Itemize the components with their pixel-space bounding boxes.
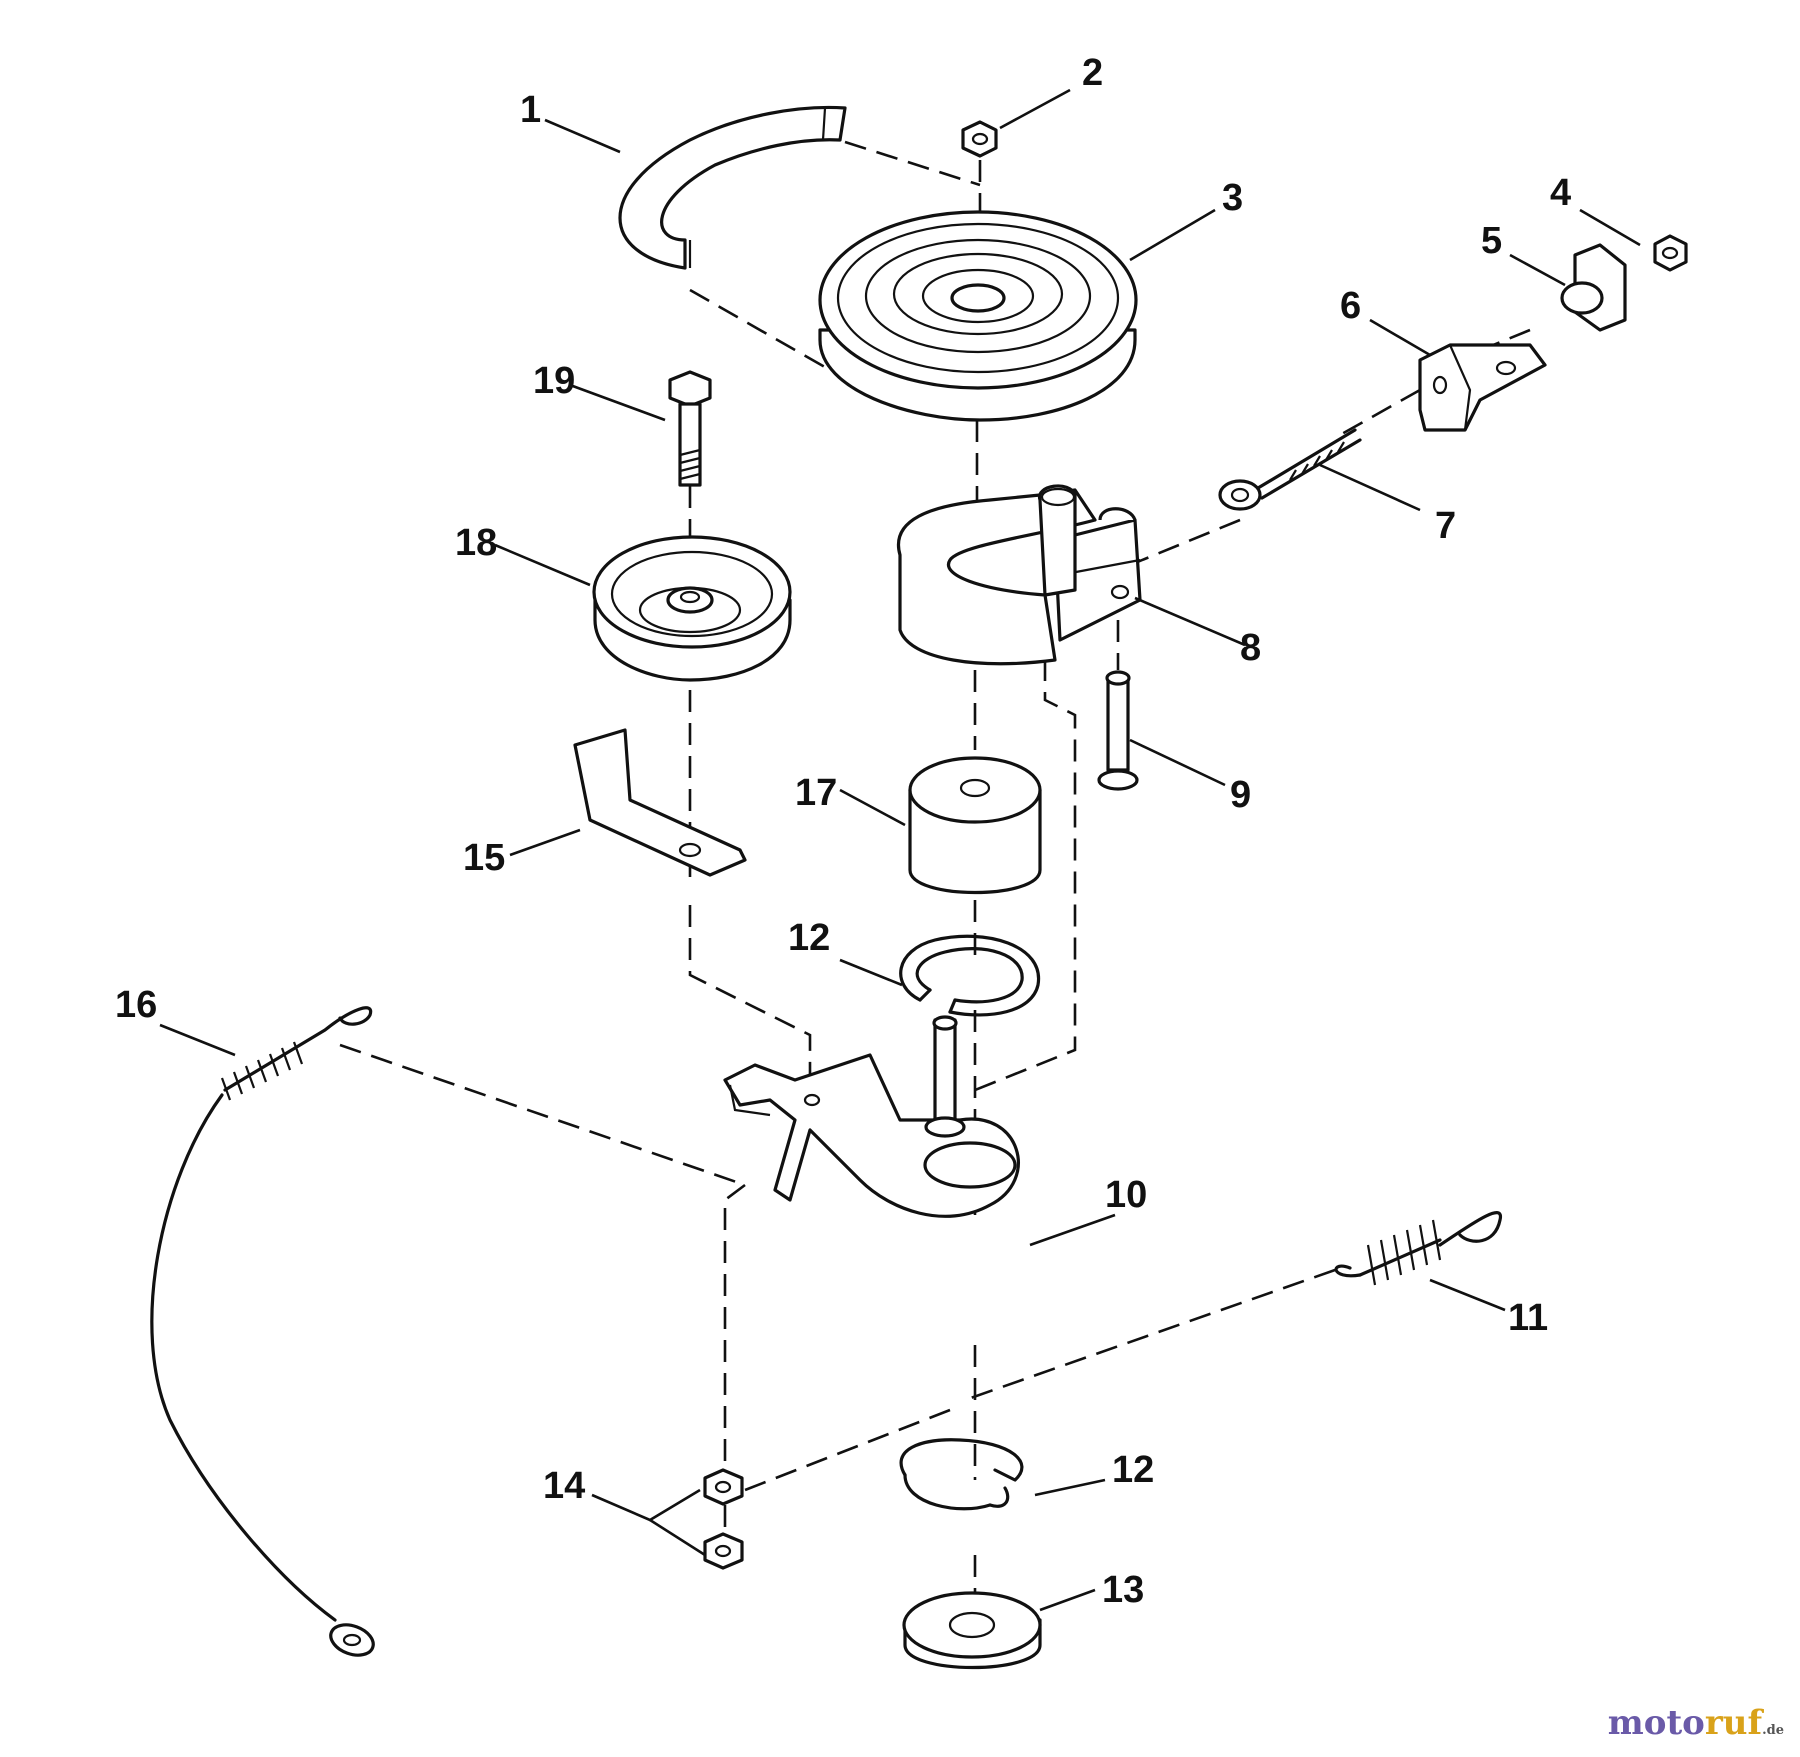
callout-12-lower: 12 (1112, 1449, 1154, 1491)
nuts-part-14 (703, 1468, 744, 1570)
callout-17: 17 (795, 772, 837, 814)
callout-5: 5 (1481, 220, 1502, 262)
adjuster-clip-part (1560, 243, 1627, 332)
assembly-lines (339, 140, 1531, 1610)
watermark-logo: motoruf.de (1608, 1703, 1784, 1743)
callout-19: 19 (533, 360, 575, 402)
belt-keeper-bracket-part (573, 728, 747, 877)
callout-16: 16 (115, 984, 157, 1026)
snap-ring-part-lower (899, 1438, 1024, 1511)
callout-12-upper: 12 (788, 917, 830, 959)
watermark-suffix: .de (1762, 1723, 1784, 1738)
callout-labels: 1 2 3 4 5 6 7 8 9 10 11 12 12 13 14 15 1… (115, 52, 1571, 1611)
large-pulley-part (818, 210, 1138, 422)
leader-lines (159, 88, 1641, 1612)
callout-10: 10 (1105, 1174, 1147, 1216)
small-pulley-part (592, 535, 792, 682)
angle-bracket-part (1418, 343, 1547, 432)
belt-guide-part (618, 105, 847, 270)
callout-11: 11 (1508, 1297, 1548, 1339)
bolt-part (668, 370, 712, 487)
callout-7: 7 (1435, 505, 1456, 547)
eye-bolt-part (1218, 428, 1362, 511)
callout-3: 3 (1222, 177, 1243, 219)
extension-spring-part (1334, 1211, 1502, 1286)
nut-part-4 (1653, 234, 1688, 272)
watermark-part1: moto (1607, 1703, 1705, 1743)
callout-9: 9 (1230, 774, 1251, 816)
callout-6: 6 (1340, 285, 1361, 327)
callout-2: 2 (1082, 52, 1103, 94)
callout-4: 4 (1550, 172, 1571, 214)
bushing-part (908, 756, 1042, 895)
nut-part-2 (961, 120, 998, 158)
callout-18: 18 (455, 522, 497, 564)
callout-1: 1 (520, 89, 541, 131)
callout-14: 14 (543, 1465, 585, 1507)
callout-13: 13 (1102, 1569, 1144, 1611)
snap-ring-part-upper (899, 934, 1041, 1017)
callout-8: 8 (1240, 627, 1261, 669)
washer-part (902, 1591, 1042, 1670)
spring-cable-part (150, 1006, 375, 1657)
pin-part (1097, 670, 1139, 791)
brake-band-part (896, 484, 1142, 666)
idler-arm-part (723, 1015, 1020, 1218)
watermark-part2: ruf (1704, 1703, 1763, 1743)
callout-15: 15 (463, 837, 505, 879)
